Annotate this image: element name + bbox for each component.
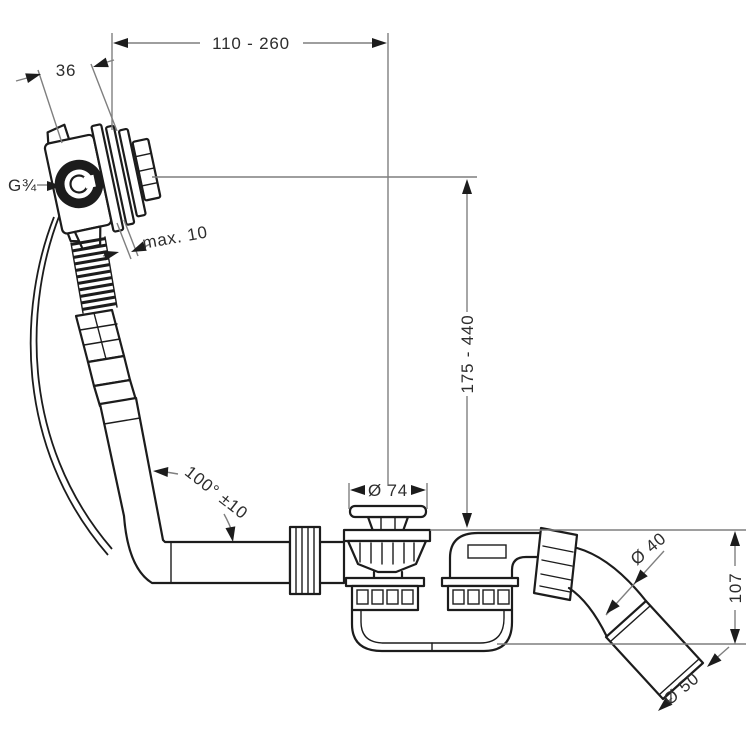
overflow-knob-ring: [55, 160, 103, 208]
elbow-inner: [510, 555, 543, 580]
nut-slot: [386, 589, 399, 605]
arrowhead: [350, 485, 365, 495]
arrowhead: [658, 697, 673, 711]
control-cable-outer: [35, 213, 113, 550]
trap-right-nut: [440, 576, 520, 612]
fitting-plate-3: [118, 127, 147, 218]
arrowhead: [372, 38, 387, 48]
corrugated-hose: [70, 236, 118, 314]
coupling-seam: [83, 338, 121, 346]
arrowhead: [47, 181, 62, 191]
nut-slot: [467, 589, 480, 605]
trap-outer: [350, 608, 514, 653]
waste-flange: [342, 528, 432, 543]
nut-ribs: [539, 545, 574, 593]
control-cable-inner: [29, 216, 109, 556]
nut-slot: [371, 589, 384, 605]
coupling-seam: [79, 323, 118, 331]
arrowhead: [153, 467, 169, 478]
arrowhead: [462, 513, 472, 528]
trap-left-nut: [344, 576, 426, 612]
overflow-riser-pipe: [98, 396, 292, 585]
nut-slot: [356, 589, 369, 605]
dim-outlet-drop-height: 107: [497, 531, 746, 645]
arrowhead: [25, 73, 41, 83]
pipe-union-nut: [288, 525, 346, 596]
outlet-pipe: [567, 546, 648, 639]
arrowhead: [411, 485, 426, 495]
nut-slot: [401, 589, 414, 605]
nut-slot: [497, 589, 510, 605]
outlet-pipe-upper-edge: [575, 546, 648, 603]
dim-overflow-span: 110 - 260: [111, 33, 389, 486]
arrowhead: [730, 531, 740, 546]
hose-ribs: [71, 237, 117, 313]
dimension-label: 36: [56, 61, 77, 80]
extension-line: [90, 63, 118, 132]
leader-line: [165, 471, 179, 475]
funnel-ribs: [359, 542, 415, 565]
waste-drain-plug: [348, 504, 428, 533]
outlet-union-nut: [532, 526, 579, 602]
elbow-outer: [448, 531, 543, 580]
dimension-label: 175 - 440: [458, 314, 477, 393]
sleeve-inset-start: [610, 605, 651, 642]
riser-and-horizontal-pipe: [98, 396, 292, 585]
nut-slot: [482, 589, 495, 605]
waste-body: [342, 528, 432, 580]
arrowhead: [131, 241, 147, 252]
nut-lip: [440, 576, 520, 588]
arrowhead: [730, 629, 740, 644]
knob-notch: [83, 174, 96, 189]
hose-edge-left: [70, 242, 84, 314]
coupling-seam: [93, 312, 107, 360]
trap-u-bend: [350, 608, 514, 653]
hose-edge-right: [104, 236, 118, 308]
thread-line: [137, 167, 156, 173]
dim-fitting-depth: 36: [15, 57, 118, 144]
arrowhead: [103, 250, 119, 261]
dim-waste-flange-diameter: Ø 74: [348, 481, 428, 509]
dim-thread-size: G¾: [8, 176, 62, 195]
arrowhead: [707, 653, 722, 667]
arrowhead: [113, 38, 128, 48]
elbow-step: [467, 544, 507, 559]
dimension-label: 110 - 260: [212, 34, 290, 53]
overflow-knob-outline: [54, 159, 104, 209]
outlet-sleeve: [604, 599, 705, 701]
thread-line: [134, 152, 152, 158]
sleeve-body: [604, 599, 705, 701]
product-illustration: [29, 123, 705, 701]
outlet-pipe-lower-edge: [567, 586, 609, 639]
arrowhead: [462, 179, 472, 194]
waste-funnel: [346, 539, 428, 574]
plug-cap: [348, 504, 428, 519]
sleeve-inset-end: [659, 658, 700, 695]
nut-slot: [452, 589, 465, 605]
fitting-plate-2: [105, 124, 136, 226]
nut-lip: [344, 576, 426, 588]
union-nut-body: [288, 525, 322, 596]
gap-line: [116, 222, 132, 260]
dim-overflow-height-range: 175 - 440: [152, 176, 746, 531]
duct-to-body: [318, 539, 346, 585]
riser-seam: [103, 417, 141, 425]
dimension-label: Ø 74: [368, 481, 408, 500]
overflow-rotary-fitting: [43, 123, 162, 250]
thread-line: [141, 181, 159, 187]
dimension-label: G¾: [8, 176, 37, 195]
arrowhead: [225, 526, 236, 542]
arrowhead: [634, 569, 648, 584]
outlet-elbow: [448, 531, 543, 580]
dimension-label: 107: [726, 573, 745, 604]
extension-line: [37, 69, 63, 144]
arrowhead: [606, 599, 620, 614]
arrowhead: [93, 57, 109, 68]
